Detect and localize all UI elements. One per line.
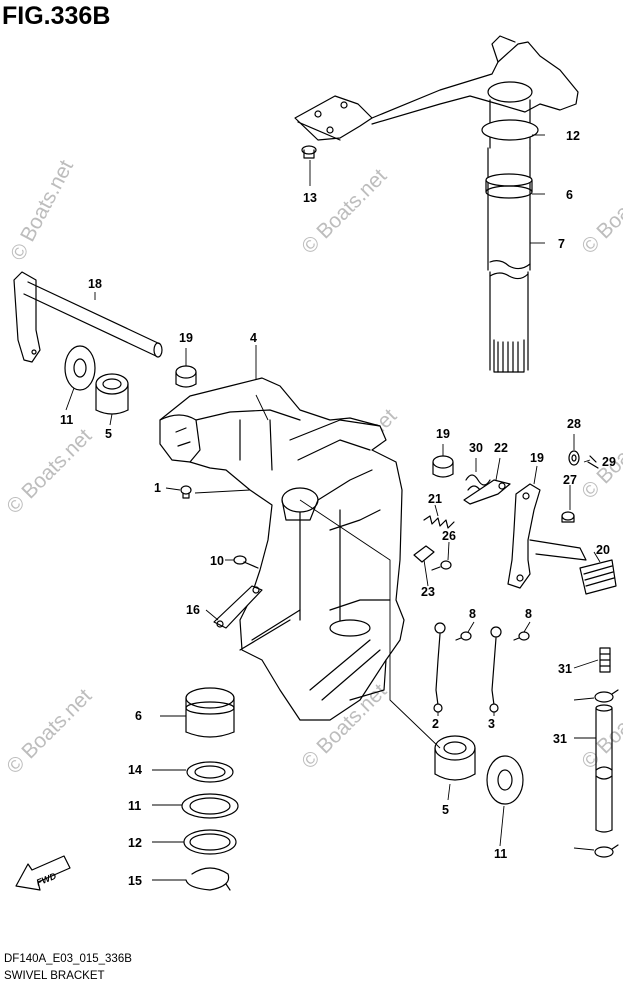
snap-ring-15 — [185, 867, 231, 891]
bolt-9 — [233, 555, 259, 569]
watermark-text: © Boats.net — [297, 164, 391, 258]
callout-3: 3 — [488, 717, 495, 731]
bushing-19-right — [432, 455, 454, 478]
bushing-19-left — [175, 365, 197, 388]
watermark-text: © Boats.net — [577, 409, 623, 503]
callout-27: 29 — [602, 455, 616, 469]
callout-8-right: 8 — [525, 607, 532, 621]
callout-5-right: 5 — [442, 803, 449, 817]
callout-30: 31 — [553, 732, 567, 746]
callout-1: 1 — [154, 481, 161, 495]
steering-shaft — [481, 99, 539, 373]
callout-11: 11 — [60, 413, 73, 427]
watermark-text: © Boats.net — [577, 164, 623, 258]
callout-16: 16 — [186, 603, 200, 617]
hose-30 — [595, 704, 613, 833]
bolt-13 — [301, 145, 317, 159]
callout-23: 23 — [421, 585, 435, 599]
bolt-24 — [431, 560, 452, 571]
bushing-6-lower — [185, 687, 235, 738]
pin-27 — [587, 455, 599, 469]
callout-26: 28 — [567, 417, 581, 431]
spring-21 — [423, 515, 455, 529]
callout-20: 20 — [596, 543, 610, 557]
figure-title: FIG.336B — [2, 2, 111, 30]
steering-arm — [294, 35, 579, 141]
callout-7: 7 — [558, 237, 565, 251]
callout-19: 19 — [179, 331, 193, 345]
callout-22: 22 — [494, 441, 508, 455]
callout-2: 2 — [432, 717, 439, 731]
tilt-lock-lever-18 — [507, 483, 587, 589]
grip-20 — [579, 559, 617, 595]
callout-29: 31 — [558, 662, 572, 676]
callout-25: 27 — [563, 473, 577, 487]
diagram-code: DF140A_E03_015_336B — [4, 953, 132, 965]
ground-lead-3 — [489, 626, 502, 713]
callout-9: 10 — [210, 554, 224, 568]
callout-5: 5 — [105, 427, 112, 441]
tilt-tube — [13, 271, 163, 363]
lever-22 — [463, 479, 511, 505]
washer-11-left — [64, 345, 96, 391]
callout-10: 11 — [128, 799, 141, 813]
swivel-bracket-body — [159, 377, 405, 721]
washer-26 — [568, 450, 580, 466]
callout-13: 13 — [303, 191, 317, 205]
clamp-31-upper — [594, 689, 619, 703]
callout-11-right: 11 — [494, 847, 507, 861]
callout-19-right: 19 — [436, 427, 450, 441]
callout-6: 6 — [566, 188, 573, 202]
bushing-5-right — [434, 735, 476, 781]
washer-10 — [181, 793, 239, 819]
bolt-8-right — [513, 631, 530, 641]
bushing-25 — [561, 511, 575, 523]
callout-8-left: 8 — [469, 607, 476, 621]
clip-23 — [413, 545, 435, 563]
lock-plate-16 — [213, 585, 263, 629]
leader-lines — [65, 134, 601, 881]
callout-17: 18 — [88, 277, 102, 291]
bolt-8-left — [455, 631, 472, 641]
washer-11-right — [486, 755, 524, 805]
callout-28: 30 — [469, 441, 483, 455]
callout-24: 26 — [442, 529, 456, 543]
callout-12: 12 — [566, 129, 580, 143]
bushing-5-left — [95, 373, 129, 415]
callout-6-lower: 6 — [135, 709, 142, 723]
callout-14: 14 — [128, 763, 142, 777]
callout-15: 15 — [128, 874, 142, 888]
callout-4: 4 — [250, 331, 257, 345]
ground-lead-2 — [433, 622, 446, 713]
callout-labels: 12 6 7 13 18 19 4 11 5 1 10 16 6 14 11 1… — [60, 129, 616, 888]
grease-nipple-1 — [180, 485, 192, 499]
callout-18: 19 — [530, 451, 544, 465]
clamp-31-lower — [594, 844, 619, 858]
diagram-name: SWIVEL BRACKET — [4, 970, 105, 982]
watermark-text: © Boats.net — [2, 424, 96, 518]
callout-21: 21 — [428, 492, 442, 506]
watermark-text: © Boats.net — [6, 156, 78, 264]
watermark-text: © Boats.net — [2, 684, 96, 778]
ring-12-lower — [183, 829, 237, 855]
washer-14 — [186, 761, 234, 783]
callout-12-lower: 12 — [128, 836, 142, 850]
fwd-arrow — [15, 855, 71, 891]
fitting-29 — [599, 647, 611, 673]
